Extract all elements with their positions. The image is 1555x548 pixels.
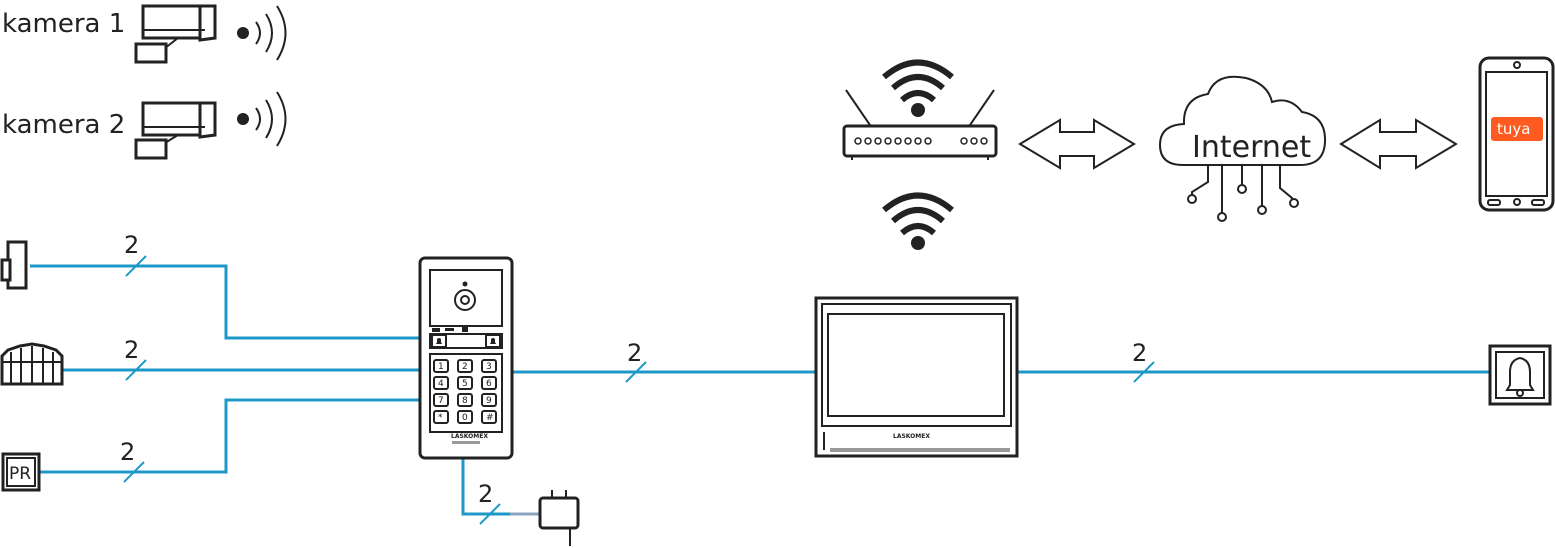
tuya-app-icon: tuya bbox=[1491, 117, 1543, 141]
camera-lens-icon bbox=[454, 281, 476, 311]
svg-text:2: 2 bbox=[462, 362, 468, 372]
gate-icon bbox=[0, 342, 64, 386]
svg-text:6: 6 bbox=[486, 379, 492, 389]
svg-text:#: # bbox=[486, 413, 494, 423]
svg-text:3: 3 bbox=[486, 362, 492, 372]
double-arrow-icon bbox=[1339, 118, 1458, 170]
smartphone: tuya bbox=[1478, 56, 1555, 212]
camera-1: kamera 1 bbox=[2, 4, 287, 64]
keypad-key: 1 bbox=[433, 359, 449, 373]
door-lock-icon bbox=[0, 240, 28, 290]
wire-count-power: 2 bbox=[478, 480, 501, 525]
keypad-key: 5 bbox=[457, 376, 473, 390]
wire-count-pr: 2 bbox=[120, 438, 145, 483]
tuya-label: tuya bbox=[1497, 120, 1530, 138]
keypad-key: * bbox=[433, 410, 449, 424]
keypad-key: 9 bbox=[481, 393, 497, 407]
svg-text:9: 9 bbox=[486, 396, 492, 406]
wire-count-bell: 2 bbox=[1132, 339, 1155, 383]
cloud-icon bbox=[1158, 75, 1327, 166]
svg-text:2: 2 bbox=[478, 480, 493, 508]
pr-module: PR bbox=[1, 452, 41, 492]
keypad-key: # bbox=[481, 410, 497, 424]
network-nodes-icon bbox=[1187, 165, 1299, 222]
svg-text:0: 0 bbox=[462, 413, 468, 423]
wire-count-gate: 2 bbox=[124, 336, 147, 381]
svg-text:2: 2 bbox=[124, 336, 139, 364]
svg-text:2: 2 bbox=[124, 231, 139, 259]
wire-count-lock: 2 bbox=[124, 231, 147, 277]
keypad-key: 2 bbox=[457, 359, 473, 373]
keypad: 1 2 3 4 5 6 7 8 9 * 0 # bbox=[433, 359, 497, 424]
call-button-right-icon bbox=[485, 334, 501, 348]
wire-pr bbox=[40, 398, 420, 474]
wireless-signal-icon bbox=[237, 91, 287, 147]
svg-text:1: 1 bbox=[438, 362, 444, 372]
outdoor-panel: 1 2 3 4 5 6 7 8 9 * 0 # LASKOMEX bbox=[418, 256, 514, 460]
camera-2-label: kamera 2 bbox=[2, 110, 125, 140]
camera-2: kamera 2 bbox=[2, 91, 287, 160]
internet-cloud: Internet bbox=[1158, 75, 1327, 222]
status-icons bbox=[432, 326, 468, 332]
svg-text:5: 5 bbox=[462, 379, 468, 389]
svg-text:2: 2 bbox=[627, 339, 642, 367]
wireless-signal-icon bbox=[237, 5, 287, 61]
door-bell bbox=[1488, 344, 1552, 406]
wire-count-monitor: 2 bbox=[625, 339, 647, 383]
keypad-key: 0 bbox=[457, 410, 473, 424]
router-icon bbox=[842, 89, 998, 160]
pr-label: PR bbox=[9, 464, 31, 484]
wifi-icon bbox=[882, 192, 954, 250]
keypad-key: 4 bbox=[433, 376, 449, 390]
call-button-left-icon bbox=[431, 334, 447, 348]
svg-text:2: 2 bbox=[120, 438, 135, 466]
svg-text:*: * bbox=[438, 413, 443, 423]
keypad-key: 8 bbox=[457, 393, 473, 407]
svg-text:4: 4 bbox=[438, 379, 444, 389]
internet-label: Internet bbox=[1192, 130, 1311, 165]
camera-icon bbox=[134, 101, 217, 160]
svg-text:2: 2 bbox=[1132, 339, 1147, 367]
wifi-icon bbox=[882, 59, 954, 117]
keypad-key: 3 bbox=[481, 359, 497, 373]
power-supply-icon bbox=[538, 490, 580, 546]
camera-1-label: kamera 1 bbox=[2, 9, 125, 39]
keypad-key: 7 bbox=[433, 393, 449, 407]
camera-icon bbox=[134, 4, 217, 64]
bell-icon bbox=[1505, 356, 1535, 391]
monitor-brand: LASKOMEX bbox=[893, 433, 930, 440]
indoor-monitor: LASKOMEX bbox=[814, 296, 1019, 458]
keypad-key: 6 bbox=[481, 376, 497, 390]
svg-text:8: 8 bbox=[462, 396, 468, 406]
wire-lock bbox=[30, 264, 420, 340]
svg-text:7: 7 bbox=[438, 396, 444, 406]
double-arrow-icon bbox=[1018, 118, 1136, 170]
wire-power bbox=[461, 457, 510, 516]
panel-brand: LASKOMEX bbox=[451, 433, 488, 440]
